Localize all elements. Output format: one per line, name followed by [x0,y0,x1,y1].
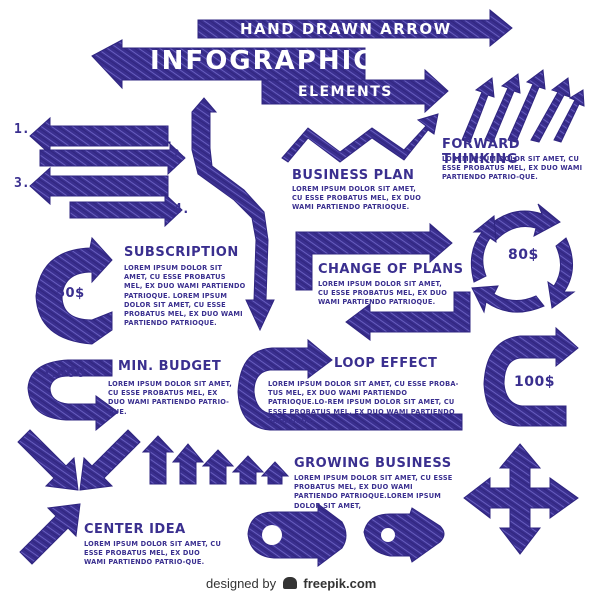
forward-arrow-1 [461,77,495,143]
growing-arrow-2 [171,443,205,485]
keyhole-arrow-large [247,503,347,567]
header-line-2: INFOGRAPHIC [150,46,375,76]
min-budget-body: LOREM IPSUM DOLOR SIT AMET, CU ESSE PROB… [108,380,232,416]
header-banner-middle-arrow [91,39,366,90]
circle-arrow-segment-3 [471,285,545,314]
number-1: 1. [14,122,30,137]
winding-down-arrow [191,97,275,332]
credit-prefix: designed by [206,576,277,591]
business-plan-body: LOREM IPSUM DOLOR SIT AMET, CU ESSE PROB… [292,185,422,212]
business-plan-title: BUSINESS PLAN [292,168,415,183]
numbered-arrow-4 [69,192,183,228]
numbered-arrow-1 [29,116,169,156]
loop-effect-title: LOOP EFFECT [334,356,438,371]
forward-arrow-5 [553,89,585,143]
change-of-plans-body: LOREM IPSUM DOLOR SIT AMET, CU ESSE PROB… [318,280,448,307]
subscription-body: LOREM IPSUM DOLOR SIT AMET, CU ESSE PROB… [124,264,246,328]
change-arrow-bottom [345,291,471,341]
header-banner-top-arrow [197,8,513,48]
keyhole-hole-small [381,528,395,542]
growing-arrow-1 [141,435,175,485]
center-arrow-top-right [79,429,141,491]
circle-arrow-segment-1 [485,203,561,241]
center-arrow-bottom-left [19,503,81,565]
circle-arrow-segment-2 [547,237,576,309]
forward-arrow-4 [530,77,571,143]
center-arrow-top-left [17,429,79,491]
four-way-arrow [463,443,579,555]
growing-arrow-5 [260,461,290,485]
growing-arrow-4 [231,455,265,485]
growing-arrow-3 [201,449,235,485]
center-idea-body: LOREM IPSUM DOLOR SIT AMET, CU ESSE PROB… [84,540,221,567]
header-line-1: HAND DRAWN ARROW [240,20,452,38]
forward-thinking-body: LOREM IPSUM DOLOR SIT AMET, CU ESSE PROB… [442,155,583,182]
loop-effect-body: LOREM IPSUM DOLOR SIT AMET, CU ESSE PROB… [268,380,459,425]
designer-credit: designed by freepik.com [206,576,376,591]
price-50: 50$ [56,286,85,301]
growing-business-body: LOREM IPSUM DOLOR SIT AMET, CU ESSE PROB… [294,474,453,510]
forward-arrow-2 [484,73,521,143]
circle-arrow-segment-4 [470,215,497,283]
number-2: 2. [172,148,188,163]
subscription-arc-arrow [35,236,113,345]
header-line-3: ELEMENTS [298,84,393,100]
change-arrow-top [295,222,453,291]
price-100: 100$ [514,374,555,390]
zigzag-arrow [281,113,439,163]
numbered-arrow-2 [39,141,186,176]
forward-arrow-3 [507,69,546,143]
price-80: 80$ [508,247,539,263]
header-banner-bottom-arrow [261,68,449,114]
change-of-plans-title: CHANGE OF PLANS [318,262,464,277]
budget-u-arrow [27,359,119,432]
forward-thinking-title: FORWARD THINKING [442,137,521,167]
subscription-title: SUBSCRIPTION [124,245,239,260]
numbered-arrow-3 [29,166,169,206]
center-idea-title: CENTER IDEA [84,522,186,537]
credit-brand: freepik.com [303,576,377,591]
growing-business-title: GROWING BUSINESS [294,456,452,471]
loop-effect-arrow [237,338,463,431]
u-turn-arrow [483,326,579,427]
min-budget-title: MIN. BUDGET [118,359,222,374]
price-1000: 1.000 [42,366,86,381]
freepik-logo-icon [282,577,297,589]
number-4: 4. [174,202,190,217]
keyhole-hole-large [262,525,282,545]
number-3: 3. [14,176,30,191]
keyhole-arrow-small [363,507,445,563]
